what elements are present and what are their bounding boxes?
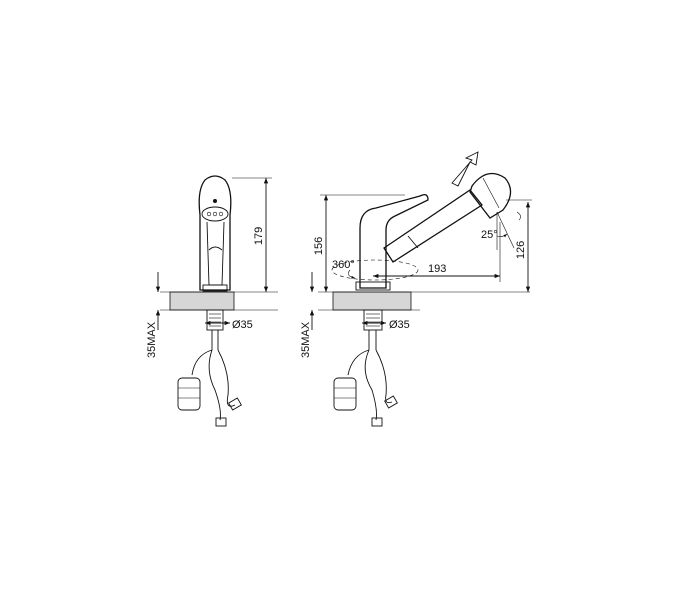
faucet-side-body bbox=[331, 151, 512, 291]
side-thickness-label: 35MAX bbox=[300, 321, 312, 358]
front-view: 179 Ø35 35MAX bbox=[146, 175, 278, 427]
pull-out-arrow bbox=[451, 151, 479, 187]
front-height-label: 179 bbox=[253, 227, 265, 245]
reach-label: 193 bbox=[428, 263, 446, 275]
rotation-ellipse bbox=[331, 259, 419, 281]
angle-label: 25° bbox=[481, 229, 498, 241]
front-mount-assembly bbox=[177, 309, 242, 427]
countertop-section bbox=[169, 291, 235, 311]
countertop-section-side bbox=[332, 291, 412, 311]
spray-height-label: 126 bbox=[515, 241, 527, 259]
side-hole-label: Ø35 bbox=[389, 319, 410, 331]
side-mount-assembly bbox=[333, 309, 398, 427]
side-view: 156 360° 193 25° 126 bbox=[300, 151, 532, 427]
front-thickness-label: 35MAX bbox=[146, 321, 158, 358]
faucet-front-body bbox=[198, 175, 232, 292]
side-height-label: 156 bbox=[313, 237, 325, 255]
front-hole-label: Ø35 bbox=[232, 319, 253, 331]
rotation-label: 360° bbox=[332, 259, 355, 271]
